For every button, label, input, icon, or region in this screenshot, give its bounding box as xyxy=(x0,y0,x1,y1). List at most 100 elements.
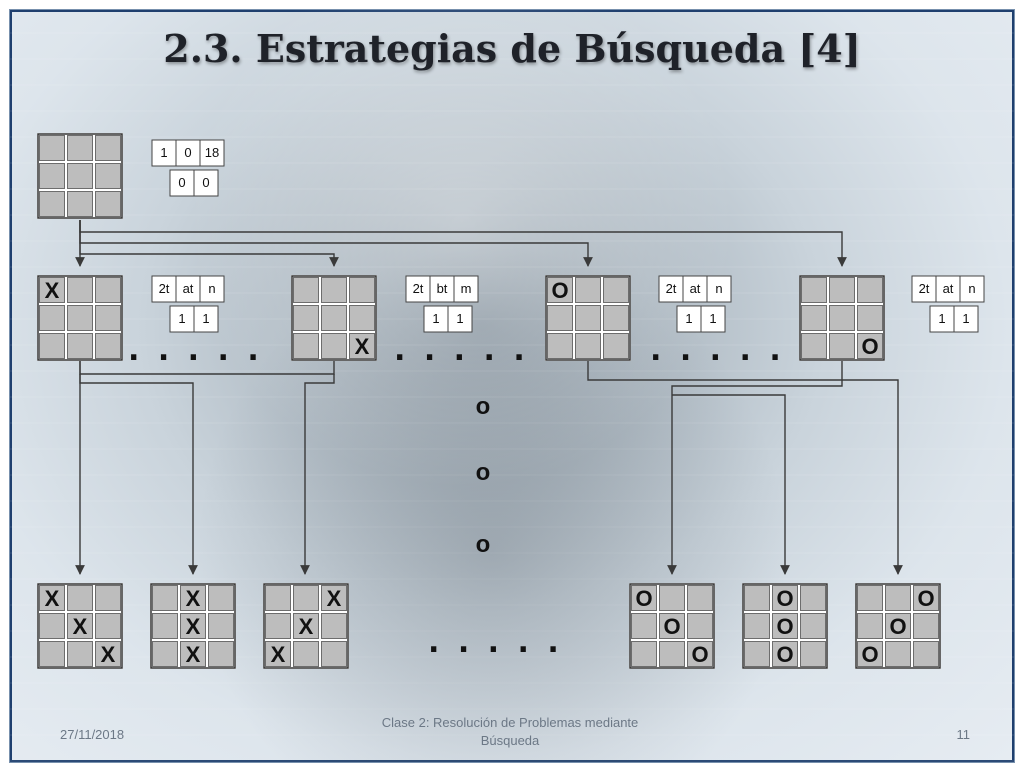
board-cell xyxy=(39,163,65,189)
board-border xyxy=(799,275,885,361)
info-cell xyxy=(453,275,479,303)
board-cell xyxy=(180,585,206,611)
slide-title: 2.3. Estrategias de Búsqueda [4] xyxy=(163,26,861,71)
board-cell xyxy=(39,641,65,667)
info-value: at xyxy=(690,281,701,296)
o-branch-to-child-3 xyxy=(842,379,903,575)
board-cell xyxy=(95,277,121,303)
info-value: 0 xyxy=(202,175,209,190)
board-cell xyxy=(67,305,93,331)
footer-course-line1: Clase 2: Resolución de Problemas mediant… xyxy=(381,715,639,730)
board-cell xyxy=(39,305,65,331)
x-mark: X xyxy=(355,334,370,359)
info-value: 1 xyxy=(432,311,439,326)
board-cell xyxy=(321,613,347,639)
board-cell xyxy=(39,333,65,359)
board-cell xyxy=(349,305,375,331)
board-cell xyxy=(293,641,319,667)
board-cell xyxy=(95,641,121,667)
info-cell xyxy=(151,275,177,303)
board-cell xyxy=(39,277,65,303)
board-cell xyxy=(321,277,347,303)
info-value: 18 xyxy=(205,145,219,160)
board-border xyxy=(37,133,123,219)
board-cell xyxy=(67,191,93,217)
o-mark: O xyxy=(551,278,568,303)
board-border xyxy=(629,583,715,669)
board-cell xyxy=(265,613,291,639)
board-cell xyxy=(800,641,826,667)
vertical-dot-2: o xyxy=(476,459,491,486)
x-mark: X xyxy=(186,586,201,611)
board-cell xyxy=(659,585,685,611)
board-cell xyxy=(95,305,121,331)
board-cell xyxy=(913,613,939,639)
board-cell xyxy=(857,333,883,359)
board-cell xyxy=(575,305,601,331)
board-cell xyxy=(603,333,629,359)
board-border xyxy=(150,583,236,669)
board-cell xyxy=(349,333,375,359)
board-cell xyxy=(631,585,657,611)
board-cell xyxy=(631,613,657,639)
board-cell xyxy=(829,277,855,303)
board-cell xyxy=(67,135,93,161)
board-cell xyxy=(208,641,234,667)
board-cell xyxy=(885,641,911,667)
board-cell xyxy=(659,613,685,639)
board-cell xyxy=(603,305,629,331)
level1-board-4: O xyxy=(799,275,885,361)
info-cell xyxy=(199,139,225,167)
info-cell xyxy=(193,305,219,333)
info-cell xyxy=(658,275,684,303)
level1-board-3: O xyxy=(545,275,631,361)
board-cell xyxy=(885,585,911,611)
board-cell xyxy=(857,305,883,331)
o-mark: O xyxy=(691,642,708,667)
info-value: n xyxy=(208,281,215,296)
info-cell xyxy=(199,275,225,303)
board-cell xyxy=(575,333,601,359)
level2-board-4: OOO xyxy=(629,583,715,669)
board-cell xyxy=(67,585,93,611)
board-cell xyxy=(39,191,65,217)
board-cell xyxy=(265,585,291,611)
info-cell xyxy=(706,275,732,303)
board-cell xyxy=(321,585,347,611)
board-cell xyxy=(67,333,93,359)
board-cell xyxy=(801,277,827,303)
info-value: 0 xyxy=(178,175,185,190)
tree-ellipses: . . . . .. . . . .. . . . .. . . . .ooo xyxy=(128,333,781,660)
footer-date: 27/11/2018 xyxy=(60,727,125,742)
root-board xyxy=(37,133,123,219)
board-cell xyxy=(575,277,601,303)
info-cell xyxy=(429,275,455,303)
o-branch-to-child-1 xyxy=(667,380,843,575)
vertical-dot-1: o xyxy=(476,393,491,420)
ellipsis-bottom: . . . . . xyxy=(428,625,563,660)
board-cell xyxy=(801,305,827,331)
vertical-dot-3: o xyxy=(476,531,491,558)
board-border xyxy=(263,583,349,669)
info-value: at xyxy=(183,281,194,296)
level2-board-1: XXX xyxy=(37,583,123,669)
info-value: 1 xyxy=(456,311,463,326)
info-value: 1 xyxy=(709,311,716,326)
board-cell xyxy=(39,613,65,639)
info-cell xyxy=(405,275,431,303)
board-cell xyxy=(772,585,798,611)
o-mark: O xyxy=(776,614,793,639)
info-value: 1 xyxy=(178,311,185,326)
board-cell xyxy=(152,585,178,611)
board-cell xyxy=(180,613,206,639)
info-value: 2t xyxy=(413,281,424,296)
o-mark: O xyxy=(861,334,878,359)
board-cell xyxy=(857,585,883,611)
x-mark: X xyxy=(186,614,201,639)
board-cell xyxy=(293,277,319,303)
